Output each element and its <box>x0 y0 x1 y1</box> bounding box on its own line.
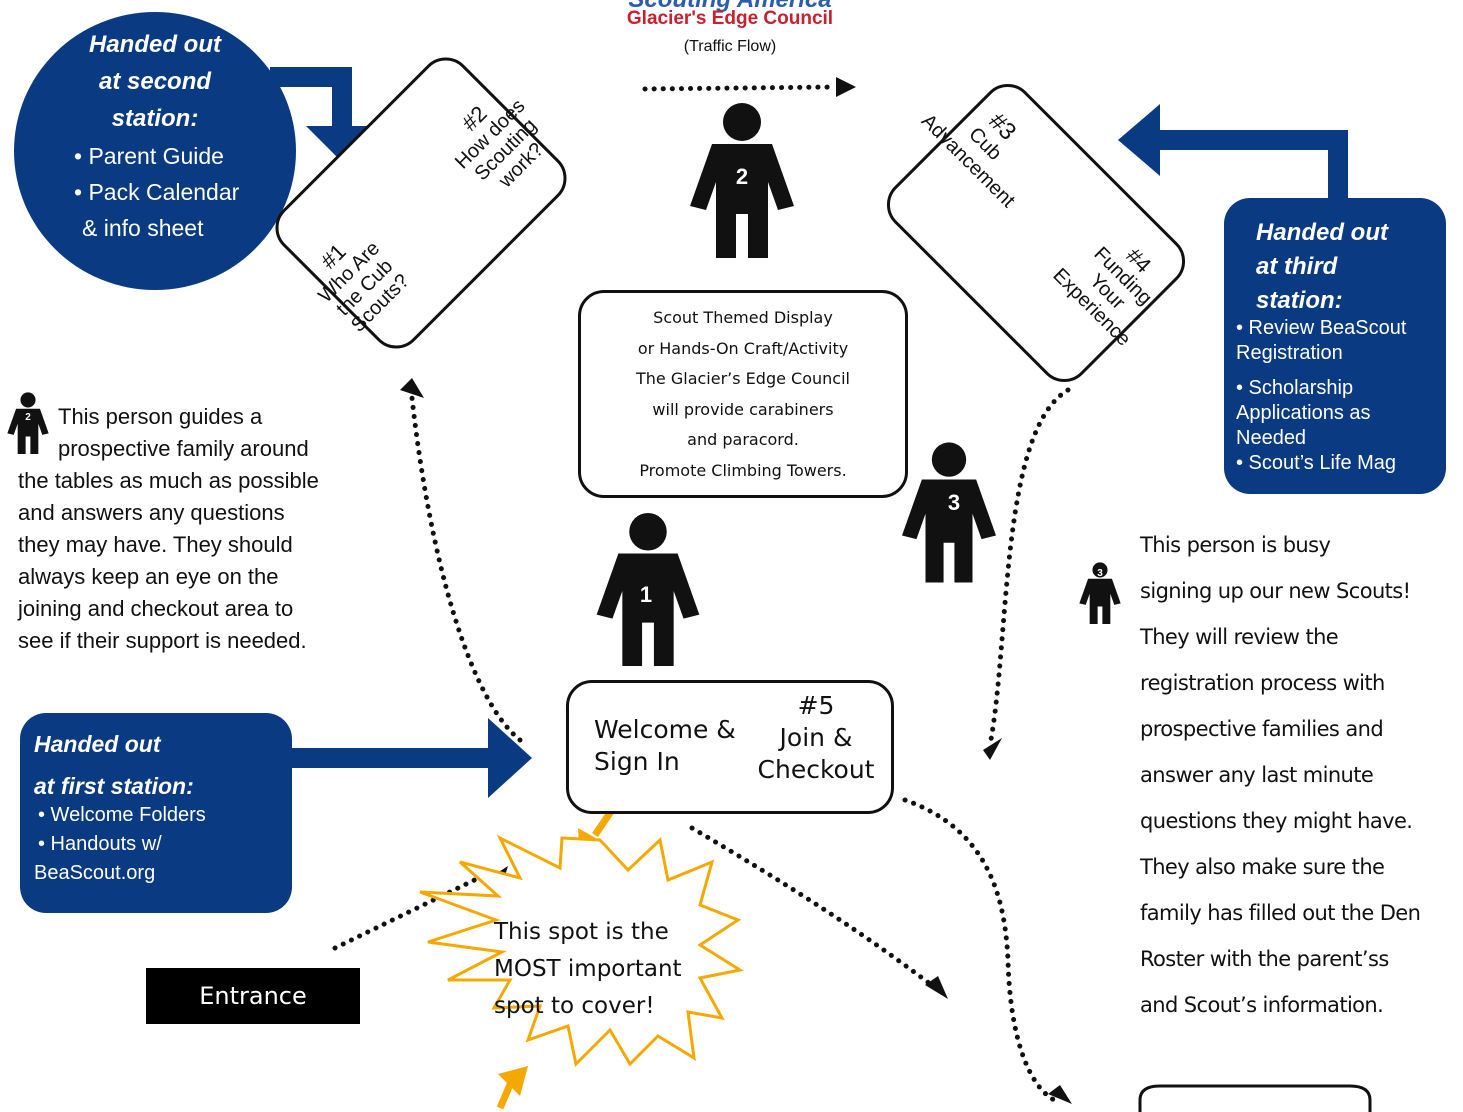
handout-first-box: Handed out at first station: • Welcome F… <box>20 713 292 913</box>
handout-third-item-2: Registration <box>1236 342 1343 364</box>
display-box: Scout Themed Display or Hands-On Craft/A… <box>578 290 908 498</box>
arrow-callout-bottom <box>496 1066 528 1110</box>
person-3-note-badge: 3 <box>1097 568 1103 579</box>
handout-third-item-5: Needed <box>1236 427 1307 449</box>
arrow-left-icon <box>1118 104 1348 220</box>
person-3-number: 3 <box>947 490 961 515</box>
display-line-2: or Hands-On Craft/Activity <box>637 338 849 358</box>
logo-text: Scouting America <box>540 0 920 14</box>
display-line-4: will provide carabiners <box>652 399 834 419</box>
handout-second-title-3: station: <box>111 105 199 132</box>
handout-first-item-3: BeaScout.org <box>34 862 156 884</box>
handout-third-item-6: • Scout’s Life Mag <box>1236 452 1397 474</box>
arrow-right-icon <box>290 718 532 798</box>
display-line-6: Promote Climbing Towers. <box>639 460 847 480</box>
handout-third-item-1: • Review BeaScout <box>1236 317 1407 339</box>
header: Scouting America Glacier's Edge Council … <box>540 0 920 70</box>
flow-path-top <box>642 84 838 92</box>
handout-first-item-2: • Handouts w/ <box>38 833 162 855</box>
council-name: Glacier's Edge Council <box>626 8 834 29</box>
handout-third-box: Handed out at third station: • Review Be… <box>1224 198 1446 494</box>
person-icon <box>690 103 794 258</box>
person-icon <box>7 392 49 454</box>
welcome-sign-in-label: Welcome & Sign In <box>594 715 736 776</box>
callout-text: This spot is the MOST important spot to … <box>494 919 682 1019</box>
handout-second-item-1: • Parent Guide <box>74 143 224 169</box>
flow-path-right <box>987 387 1071 748</box>
person-2-note-badge: 2 <box>25 412 31 423</box>
person-icon <box>596 512 700 666</box>
person-icon <box>902 442 996 583</box>
welcome-table <box>566 680 894 814</box>
entrance-label: Entrance <box>146 968 360 1024</box>
handout-second-item-2: • Pack Calendar <box>74 179 240 205</box>
flow-path-left <box>409 395 523 743</box>
flow-path-exit-right <box>902 797 1061 1105</box>
join-checkout-label: #5 Join & Checkout <box>757 691 875 784</box>
handout-third-title-3: station: <box>1256 287 1343 314</box>
subtitle: (Traffic Flow) <box>683 38 777 55</box>
person-icon <box>1079 562 1121 624</box>
handout-third-item-4: Applications as <box>1236 402 1371 424</box>
display-line-1: Scout Themed Display <box>653 308 833 327</box>
person-2-note: This person guides a prospective family … <box>18 404 319 653</box>
person-3-note: This person is busy signing up our new S… <box>1140 533 1421 1017</box>
person-1-number: 1 <box>639 582 653 607</box>
person-2-number: 2 <box>735 164 749 189</box>
flow-path-entrance <box>332 867 498 951</box>
flow-path-exit-mid <box>689 825 941 993</box>
handout-third-title-2: at third <box>1256 253 1338 280</box>
handout-second-item-3: & info sheet <box>82 215 204 241</box>
display-line-5: and paracord. <box>687 430 799 449</box>
display-line-3: The Glacier’s Edge Council <box>636 369 850 388</box>
handout-first-title-2: at first station: <box>34 773 194 799</box>
starburst-icon <box>419 834 744 1068</box>
handout-second-title-1: Handed out <box>89 31 221 58</box>
handout-third-item-3: • Scholarship <box>1236 377 1354 399</box>
exit-box <box>1138 1084 1372 1112</box>
handout-third-title-1: Handed out <box>1256 219 1388 246</box>
handout-second-title-2: at second <box>98 68 212 95</box>
handout-first-title-1: Handed out <box>34 731 161 757</box>
handout-first-item-1: • Welcome Folders <box>38 804 206 826</box>
handout-second-circle: Handed out at second station: • Parent G… <box>14 12 296 290</box>
